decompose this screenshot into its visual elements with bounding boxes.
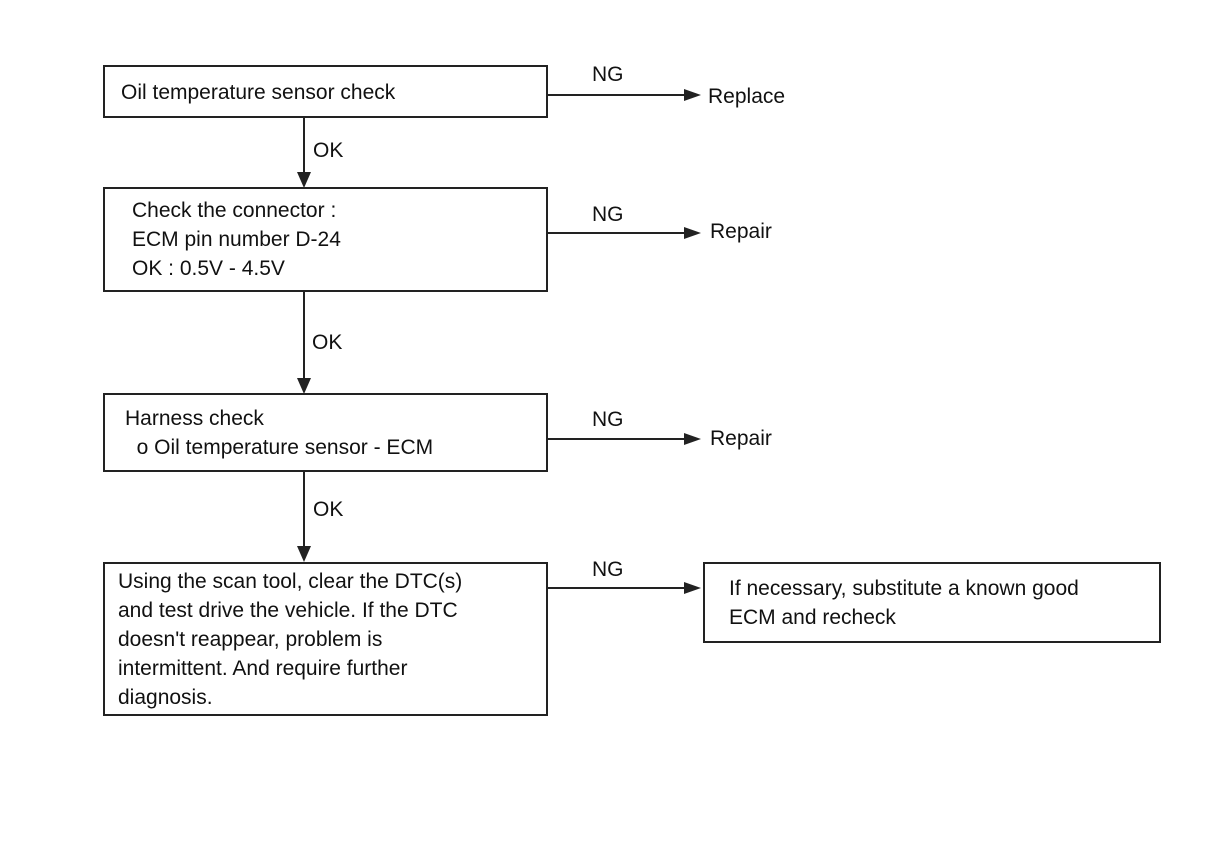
ng-label-1: NG: [592, 63, 624, 86]
step-4-line-4: intermittent. And require further: [118, 657, 408, 680]
step-4-line-1: Using the scan tool, clear the DTC(s): [118, 570, 463, 593]
ng-label-3: NG: [592, 408, 624, 431]
step-1-line-1: Oil temperature sensor check: [121, 81, 396, 104]
step-3-line-2: o Oil temperature sensor - ECM: [125, 436, 434, 459]
result-4-line-1: If necessary, substitute a known good: [729, 577, 1079, 600]
ok-label-3: OK: [313, 498, 344, 521]
ng-arrowhead-1: [684, 89, 701, 101]
ng-arrowhead-3: [684, 433, 701, 445]
result-replace: Replace: [708, 85, 786, 108]
result-4-line-2: ECM and recheck: [729, 606, 896, 629]
step-2-line-2: ECM pin number D-24: [132, 228, 341, 251]
result-repair-2: Repair: [710, 427, 772, 450]
result-box-substitute-ecm: If necessary, substitute a known good EC…: [703, 562, 1161, 643]
step-box-harness-check: Harness check o Oil temperature sensor -…: [103, 393, 548, 472]
ok-arrowhead-1: [297, 172, 311, 188]
step-4-line-2: and test drive the vehicle. If the DTC: [118, 599, 458, 622]
step-box-scan-tool: Using the scan tool, clear the DTC(s) an…: [103, 562, 548, 716]
ok-arrowhead-3: [297, 546, 311, 562]
step-box-connector-check: Check the connector : ECM pin number D-2…: [103, 187, 548, 292]
ng-label-2: NG: [592, 203, 624, 226]
step-4-line-5: diagnosis.: [118, 686, 213, 709]
ng-arrowhead-2: [684, 227, 701, 239]
ng-arrowhead-4: [684, 582, 701, 594]
ng-label-4: NG: [592, 558, 624, 581]
step-3-line-1: Harness check: [125, 407, 264, 430]
step-box-oil-sensor-check: Oil temperature sensor check: [103, 65, 548, 118]
step-2-line-1: Check the connector :: [132, 199, 337, 222]
ok-label-1: OK: [313, 139, 344, 162]
result-repair-1: Repair: [710, 220, 772, 243]
ok-label-2: OK: [312, 331, 343, 354]
ok-arrowhead-2: [297, 378, 311, 394]
step-4-line-3: doesn't reappear, problem is: [118, 628, 383, 651]
step-2-line-3: OK : 0.5V - 4.5V: [132, 257, 285, 280]
